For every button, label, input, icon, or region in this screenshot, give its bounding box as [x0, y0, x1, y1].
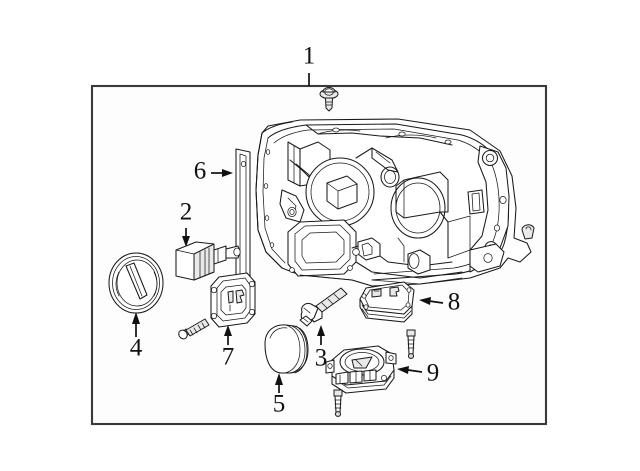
fastener-retaining-clip-right [521, 224, 535, 240]
callout-9-arrowhead [397, 366, 409, 374]
callout-6-arrowhead [222, 169, 233, 177]
callout-8-arrowhead [419, 297, 431, 305]
part-headlamp-control-module [210, 272, 256, 328]
part-bulb-access-cover-oval [264, 324, 309, 374]
callout-8-number: 8 [448, 289, 461, 316]
callout-5: 5 [273, 373, 286, 418]
callout-9-number: 9 [427, 360, 440, 387]
callout-6: 6 [194, 158, 233, 185]
callout-8: 8 [419, 289, 460, 316]
callout-7: 7 [222, 325, 235, 371]
callout-3-number: 3 [315, 345, 328, 372]
callout-3-arrowhead [317, 325, 325, 336]
part-headlight-bulb [299, 287, 348, 327]
callout-1: 1 [303, 43, 316, 86]
callout-1-number: 1 [303, 43, 316, 70]
callout-2-arrowhead [182, 236, 190, 247]
part-bulb-access-cap-round [108, 252, 164, 314]
callout-4-number: 4 [130, 335, 143, 362]
callout-7-number: 7 [222, 344, 235, 371]
callout-5-arrowhead [275, 373, 283, 385]
fastener-push-pin-clip-top [319, 86, 339, 112]
callout-5-number: 5 [273, 391, 286, 418]
fastener-screw-module-left [178, 318, 210, 340]
callout-3: 3 [315, 325, 328, 372]
callout-9: 9 [397, 360, 439, 387]
part-headlamp-housing-assembly [255, 118, 532, 287]
callout-4: 4 [130, 312, 143, 362]
fastener-bolt-cover-plate [406, 329, 416, 359]
callout-8-leader [428, 300, 444, 304]
fastener-bolt-ballast-lower [333, 389, 343, 417]
callout-9-leader [407, 369, 423, 373]
part-ballast-cover-plate [359, 281, 415, 323]
callout-2: 2 [180, 199, 193, 247]
callout-4-arrowhead [132, 312, 140, 324]
callout-2-number: 2 [180, 199, 193, 226]
callout-7-arrowhead [224, 325, 232, 336]
part-hid-ballast-igniter [325, 345, 397, 394]
part-bulb-socket-connector [175, 241, 241, 281]
callout-6-number: 6 [194, 158, 207, 185]
